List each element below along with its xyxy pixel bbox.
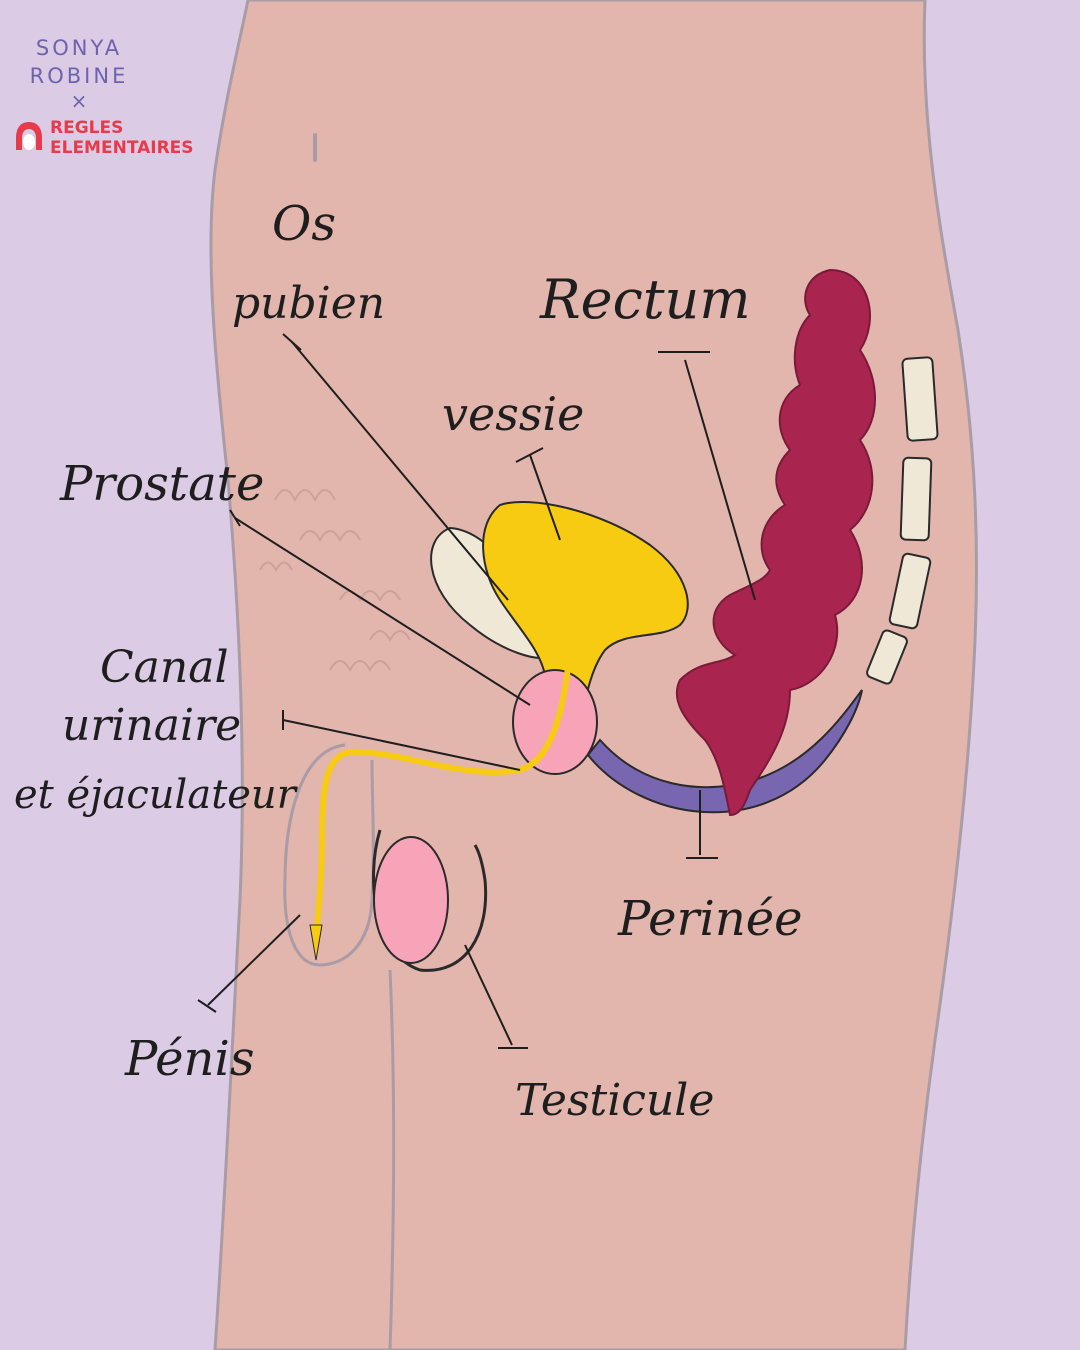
credit-block: SONYA ROBINE × REGLES ELEMENTAIRES — [14, 34, 214, 158]
label-rectum: Rectum — [539, 268, 751, 331]
urethra-tip — [309, 924, 323, 961]
penis-outline — [283, 743, 375, 967]
label-perinee: Perinée — [617, 891, 803, 947]
testicle — [373, 836, 449, 964]
label-ejaculateur: et éjaculateur — [14, 772, 299, 818]
author-name-line1: SONYA — [35, 36, 123, 60]
label-vessie: vessie — [442, 387, 584, 441]
label-pubien: pubien — [232, 278, 385, 329]
label-os: Os — [272, 196, 336, 252]
brand-head-icon — [16, 122, 42, 150]
label-urinaire: urinaire — [62, 700, 241, 751]
label-testicule: Testicule — [515, 1075, 714, 1126]
rectum — [675, 268, 876, 817]
hair-sketch — [259, 489, 411, 673]
label-canal: Canal — [100, 642, 229, 693]
author-name-line2: ROBINE — [29, 64, 129, 88]
leg-line — [388, 969, 396, 1350]
urethra — [313, 647, 573, 943]
leader-lines — [197, 333, 756, 1049]
brand-name-line1: REGLES — [50, 118, 124, 138]
label-prostate: Prostate — [59, 456, 264, 512]
brand-logo: REGLES ELEMENTAIRES — [14, 118, 214, 158]
label-penis: Pénis — [124, 1031, 254, 1087]
collab-separator: × — [70, 89, 88, 113]
bladder — [482, 501, 689, 732]
coccyx-vertebrae — [866, 356, 939, 685]
perineum — [586, 689, 863, 814]
brand-name-line2: ELEMENTAIRES — [50, 138, 194, 158]
